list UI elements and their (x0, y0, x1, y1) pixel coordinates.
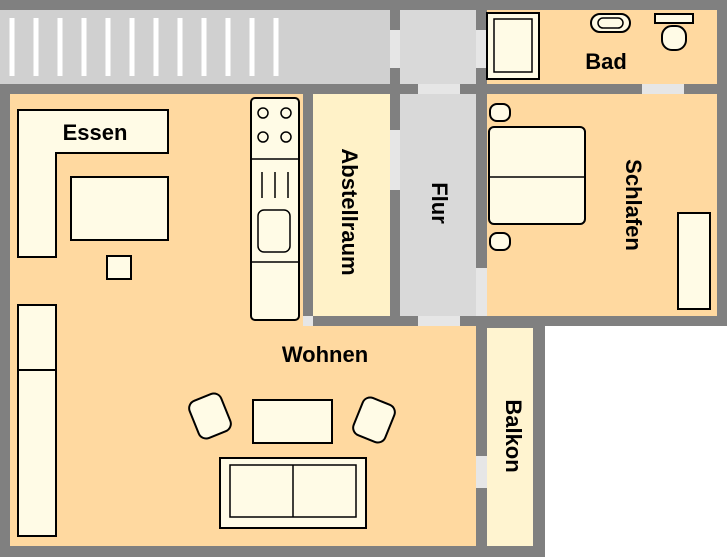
double-bed (488, 126, 586, 225)
storage-room (313, 94, 390, 316)
toilet-icon (654, 13, 694, 51)
room-label-flur: Flur (427, 182, 452, 224)
staircase (0, 10, 390, 84)
stove-burner-icon (257, 131, 269, 143)
room-label-bad: Bad (585, 49, 627, 74)
stove-burner-icon (280, 131, 292, 143)
room-label-abstellraum: Abstellraum (337, 148, 362, 275)
armchair-right (352, 396, 396, 444)
room-label-schlafen: Schlafen (621, 159, 646, 251)
hallway (400, 94, 476, 316)
sink-icon (257, 209, 291, 253)
wardrobe (677, 212, 711, 310)
balcony (487, 328, 533, 546)
landing (400, 10, 476, 84)
sofa (219, 457, 367, 529)
room-label-balkon: Balkon (501, 399, 526, 472)
coffee-table (252, 399, 333, 444)
stove-burner-icon (257, 107, 269, 119)
door-openings (303, 30, 684, 488)
nightstand-lamp-icon (489, 232, 511, 251)
room-label-wohnen: Wohnen (282, 342, 368, 367)
dining-stool (106, 255, 132, 280)
stove-burner-icon (280, 107, 292, 119)
room-label-essen: Essen (63, 120, 128, 145)
nightstand-lamp-icon (489, 103, 511, 122)
wall-cabinet (17, 304, 57, 537)
armchair-left (188, 392, 232, 440)
dining-bench (17, 109, 169, 258)
washbasin-icon (590, 13, 631, 33)
kitchen-counter (250, 97, 300, 321)
dining-table (70, 176, 169, 241)
bathtub (486, 12, 540, 80)
